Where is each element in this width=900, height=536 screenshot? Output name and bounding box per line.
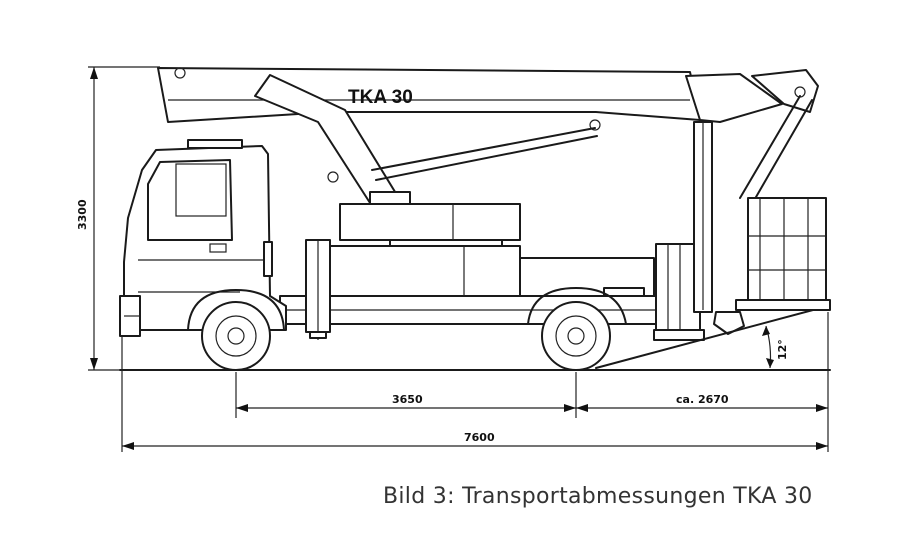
svg-text:3650: 3650 (392, 393, 423, 406)
rear-wheel (541, 301, 611, 371)
svg-text:ca. 2670: ca. 2670 (676, 393, 729, 406)
rear-wheel-arch (527, 287, 627, 325)
departure-ramp (595, 305, 829, 369)
svg-text:12°: 12° (776, 339, 789, 360)
truck-cab (119, 139, 287, 337)
figure-caption: Bild 3: Transportabmessungen TKA 30 (383, 484, 813, 509)
departure-angle: 12° (762, 325, 789, 369)
overall-length-dimension: 7600 (121, 336, 828, 452)
upper-boom (157, 67, 701, 131)
wheelbase-dimension: 3650 ca. 2670 (235, 312, 829, 452)
turntable (339, 191, 521, 249)
svg-text:7600: 7600 (464, 431, 495, 444)
front-wheel (201, 301, 271, 371)
svg-text:3300: 3300 (76, 199, 89, 230)
boom-head (685, 69, 819, 205)
work-basket (713, 197, 831, 335)
model-label: TKA 30 (348, 87, 413, 108)
height-dimension: 3300 (76, 66, 160, 371)
